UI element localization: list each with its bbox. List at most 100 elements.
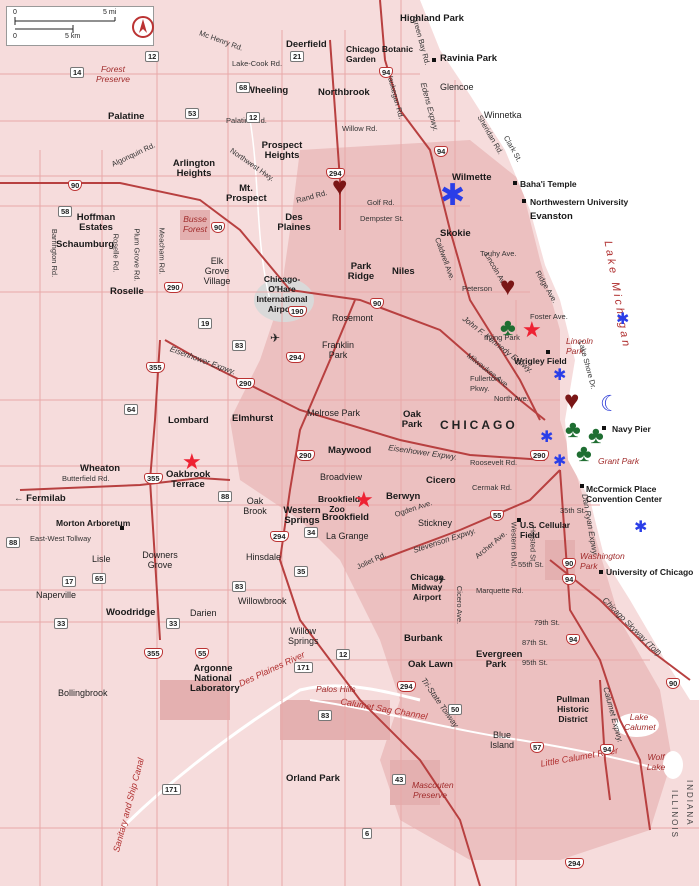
- city-label: Oakbrook Terrace: [166, 469, 211, 490]
- city-label: Blue Island: [489, 730, 515, 750]
- airplane-icon: ✈: [270, 331, 281, 345]
- road-label: Plum Grove Rd.: [132, 228, 142, 282]
- interstate-shield: 94: [566, 634, 581, 645]
- city-label: Schaumburg: [56, 239, 115, 250]
- interstate-shield: 55: [490, 510, 505, 521]
- road-label: Irving Park: [484, 333, 520, 342]
- city-label: Stickney: [418, 518, 453, 528]
- star-icon[interactable]: ★: [182, 449, 202, 474]
- heart-icon[interactable]: ♥: [332, 171, 348, 201]
- city-label: Arlington Heights: [172, 158, 216, 179]
- route-shield: 88: [218, 491, 233, 502]
- star-icon[interactable]: ★: [354, 487, 374, 512]
- park-label: Forest Preserve: [96, 64, 131, 84]
- snowflake-icon[interactable]: ✱: [634, 519, 648, 536]
- city-label: Darien: [190, 608, 217, 618]
- park-label: Palos Hills: [316, 684, 356, 694]
- scale-zero-mi: 0: [13, 9, 17, 16]
- scale-km-label: 5 km: [65, 33, 81, 40]
- poi-marker-dot: [522, 199, 526, 203]
- interstate-shield: 355: [146, 362, 165, 373]
- poi-marker-dot: [602, 426, 606, 430]
- route-shield: 33: [166, 618, 181, 629]
- interstate-shield: 90: [68, 180, 83, 191]
- city-label: Melrose Park: [307, 408, 361, 418]
- poi-label: Pullman Historic District: [556, 694, 590, 724]
- moon-icon[interactable]: ☾: [600, 391, 620, 416]
- poi-label: Navy Pier: [612, 424, 651, 434]
- city-label: Woodridge: [106, 607, 156, 618]
- state-label-indiana: INDIANA: [685, 780, 694, 827]
- clover-icon[interactable]: ♣: [588, 422, 604, 449]
- route-shield: 12: [336, 649, 351, 660]
- city-label: Franklin Park: [321, 340, 354, 360]
- city-label: Evergreen Park: [476, 649, 523, 670]
- city-label: Highland Park: [400, 13, 464, 24]
- snowflake-icon[interactable]: ✱: [553, 453, 567, 470]
- city-label: Elk Grove Village: [203, 256, 231, 286]
- snowflake-icon[interactable]: ✱: [553, 367, 567, 384]
- interstate-shield: 290: [236, 378, 255, 389]
- poi-label: University of Chicago: [606, 567, 694, 577]
- park-label: Grant Park: [598, 456, 640, 466]
- city-label: Palatine: [108, 111, 145, 122]
- road-label: Butterfield Rd.: [62, 474, 110, 483]
- road-label: Cermak Rd.: [472, 483, 513, 492]
- city-label: Des Plaines: [277, 212, 311, 233]
- city-label: Berwyn: [386, 491, 421, 502]
- clover-icon[interactable]: ♣: [565, 416, 581, 443]
- city-label: Winnetka: [484, 110, 522, 120]
- road-label: East-West Tollway: [30, 534, 91, 543]
- city-label: Wheaton: [80, 463, 121, 474]
- route-shield: 19: [198, 318, 213, 329]
- road-label: Western Blvd.: [509, 521, 519, 569]
- star-icon[interactable]: ★: [522, 317, 542, 342]
- city-label: Mt. Prospect: [226, 183, 267, 204]
- road-label: Peterson: [462, 284, 493, 293]
- snowflake-icon[interactable]: ✱: [440, 179, 466, 212]
- interstate-shield: 294: [397, 681, 416, 692]
- interstate-shield: 290: [296, 450, 315, 461]
- city-label: Ravinia Park: [440, 53, 498, 64]
- poi-label: Morton Arboretum: [56, 518, 131, 528]
- clover-icon[interactable]: ♣: [500, 314, 516, 341]
- interstate-shield: 57: [530, 742, 545, 753]
- snowflake-icon[interactable]: ✱: [540, 429, 554, 446]
- interstate-shield: 294: [565, 858, 584, 869]
- city-label: Deerfield: [286, 39, 327, 50]
- airplane-icon: ✈: [436, 573, 447, 587]
- clover-icon[interactable]: ♣: [576, 440, 592, 467]
- city-label: Oak Brook: [243, 496, 267, 516]
- route-shield: 21: [290, 51, 305, 62]
- heart-icon[interactable]: ♥: [500, 271, 516, 301]
- scale-zero-km: 0: [13, 33, 17, 40]
- road-label: Lake-Cook Rd.: [232, 59, 283, 68]
- poi-label: Brookfield Zoo: [318, 494, 361, 514]
- city-label: Skokie: [440, 228, 471, 239]
- fermilab-text: Fermilab: [26, 493, 66, 504]
- road-label: North Ave.: [494, 394, 529, 403]
- route-shield: 34: [304, 527, 319, 538]
- park-label: Mascouten Preserve: [412, 780, 454, 800]
- route-shield: 171: [162, 784, 181, 795]
- poi-label: ← Fermilab: [14, 493, 66, 504]
- road-label: 35th St.: [560, 506, 586, 515]
- city-label: Wheeling: [246, 85, 289, 96]
- poi-label: McCormick Place Convention Center: [586, 484, 663, 504]
- interstate-shield: 90: [370, 298, 385, 309]
- heart-icon[interactable]: ♥: [564, 385, 580, 415]
- road-label: Touhy Ave.: [480, 249, 517, 258]
- poi-label: Chicago Botanic Garden: [346, 44, 414, 64]
- route-shield: 83: [318, 710, 333, 721]
- poi-label: Chicago Midway Airport: [410, 572, 444, 602]
- snowflake-icon[interactable]: ✱: [616, 311, 630, 328]
- route-shield: 65: [92, 573, 107, 584]
- road-label: 87th St.: [522, 638, 548, 647]
- road-label: Halsted St.: [528, 526, 538, 564]
- route-shield: 83: [232, 340, 247, 351]
- city-label: Roselle: [110, 286, 144, 297]
- park-label: Lincoln Park: [566, 336, 593, 356]
- interstate-shield: 290: [164, 282, 183, 293]
- interstate-shield: 355: [144, 473, 163, 484]
